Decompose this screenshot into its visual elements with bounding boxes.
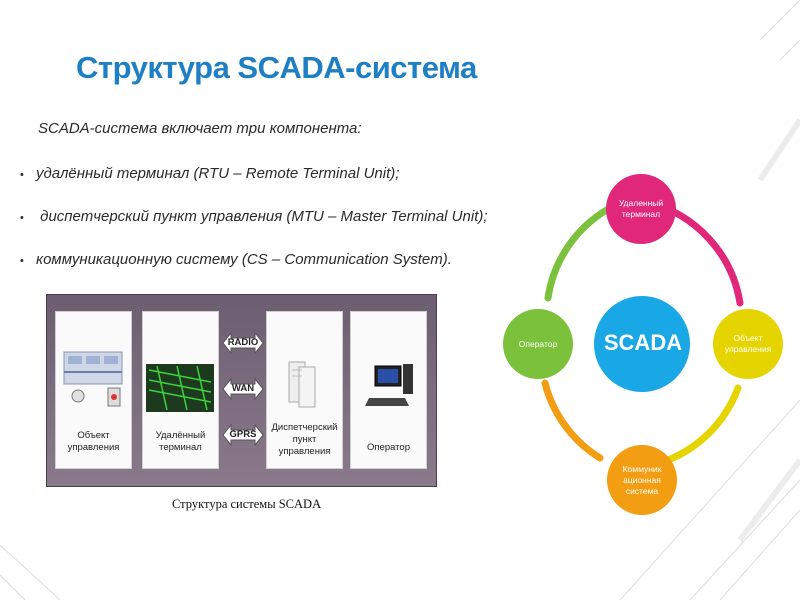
cycle-center <box>594 296 690 392</box>
bullet-glyph: • <box>20 212 24 224</box>
panel-label-line: Удалённый <box>155 430 206 441</box>
bullet-glyph: • <box>20 169 24 181</box>
network-label-radio: RADIO <box>227 337 259 348</box>
cycle-node-label: Объект управления <box>708 333 788 355</box>
panel-label-line: Диспетчерский <box>271 422 338 433</box>
bullet-text: диспетчерский пункт управления (MTU – Ma… <box>36 208 488 225</box>
panel-label-line: управления <box>67 442 120 453</box>
panel-label-line: Оператор <box>367 442 410 453</box>
cycle-node-operator <box>503 309 573 379</box>
cycle-node-communication <box>607 445 677 515</box>
panel-dispatcher: Диспетчерский пункт управления <box>266 311 343 469</box>
bullet-text: удалённый терминал (RTU – Remote Termina… <box>36 165 400 182</box>
network-label-wan: WAN <box>231 383 255 394</box>
bullet-item: • удалённый терминал (RTU – Remote Termin… <box>20 165 399 182</box>
panel-label-line: пункт <box>292 434 317 445</box>
cycle-node-label: Коммуник ационная система <box>602 464 682 497</box>
panel-control-object: Объект управления <box>55 311 132 469</box>
panel-operator: Оператор <box>350 311 427 469</box>
panel-label-line: управления <box>278 446 331 457</box>
cycle-arc <box>544 204 614 302</box>
computer-icon <box>365 364 413 406</box>
bullet-glyph: • <box>20 255 24 267</box>
panel-label: Объект управления <box>56 430 131 454</box>
cycle-node-label-line: Оператор <box>518 339 558 349</box>
panel-label-line: Объект <box>77 430 110 441</box>
cycle-node-label-line: Объект <box>733 333 763 343</box>
network-label-gprs: GPRS <box>229 429 257 440</box>
intro-text: SCADA-система включает три компонента: <box>38 120 362 137</box>
circuit-board-image <box>146 364 214 412</box>
cycle-node-label: Удаленный терминал <box>601 198 681 220</box>
panel-label: Оператор <box>351 442 426 454</box>
panel-label-line: терминал <box>159 442 202 453</box>
cycle-node-label-line: Удаленный <box>618 198 664 208</box>
scada-structure-diagram: Объект управления Удалённый терминал <box>46 294 437 487</box>
bullet-item: • диспетчерский пункт управления (MTU – … <box>20 208 488 225</box>
page-title: Структура SCADA-система <box>76 50 477 85</box>
control-object-image <box>63 351 123 407</box>
cycle-node-label-line: Коммуник <box>622 464 662 474</box>
cycle-node-label-line: терминал <box>621 209 661 219</box>
cycle-arc <box>541 379 604 462</box>
cycle-node-label: Оператор <box>498 339 578 350</box>
network-channels: RADIO WAN GPRS <box>221 311 265 467</box>
panel-label: Диспетчерский пункт управления <box>267 422 342 458</box>
panel-remote-terminal: Удалённый терминал <box>142 311 219 469</box>
cycle-node-remote-terminal <box>606 174 676 244</box>
bullet-item: • коммуникационную систему (CS – Communic… <box>20 251 452 268</box>
cycle-node-control-object <box>713 309 783 379</box>
bullet-text: коммуникационную систему (CS – Communica… <box>36 251 452 268</box>
diagram-caption: Структура системы SCADA <box>172 497 322 511</box>
cycle-node-label-line: система <box>625 486 659 496</box>
scada-cycle-diagram <box>503 174 783 515</box>
cycle-node-label-line: ационная <box>623 475 661 485</box>
cycle-node-label-line: управления <box>724 344 772 354</box>
network-arrows <box>222 331 264 447</box>
cycle-arc <box>656 384 742 467</box>
cycle-center-label: SCADA <box>603 330 683 355</box>
panel-label: Удалённый терминал <box>143 430 218 454</box>
server-icon <box>288 361 316 408</box>
